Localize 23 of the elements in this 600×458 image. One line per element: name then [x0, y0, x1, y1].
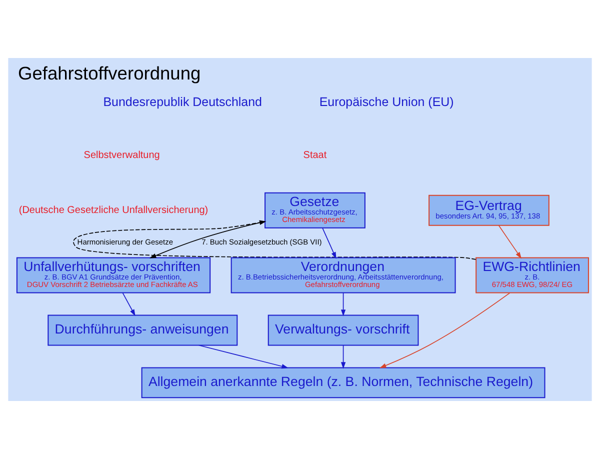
node-box: Gesetze z. B. Arbeitsschutzgesetz, Chemikaliengesetz: [264, 192, 366, 228]
diagram-title: Gefahrstoffverordnung: [18, 62, 201, 83]
label: Bundesrepublik Deutschland: [103, 94, 262, 108]
label: Europäische Union (EU): [319, 94, 454, 108]
arrow: [122, 292, 136, 316]
arrow: [198, 344, 288, 368]
arrow: [322, 227, 336, 258]
edge-label: Harmonisierung der Gesetze: [77, 237, 174, 246]
node-box: Verwaltungs- vorschrift: [268, 314, 419, 346]
arrow: [498, 224, 522, 258]
label: (Deutsche Gesetzliche Unfallversicherung): [18, 204, 208, 216]
node-box: EWG-Richtlinien z. B. 67/548 EWG, 98/24/ EG: [476, 256, 589, 293]
label: Selbstverwaltung: [84, 149, 160, 160]
node-box: Durchführungs- anweisungen: [48, 314, 238, 346]
node-box: Unfallverhütungs- vorschriften z. B. BGV A1 Grundsätze der Prävention, DGUV Vorschrift 2 Betriebsärzte und Fachkräfte AS: [16, 256, 211, 293]
label: Staat: [303, 149, 327, 160]
edge-label: 7. Buch Sozialgesetzbuch (SGB VII): [202, 237, 322, 246]
arrow: [340, 344, 346, 368]
node-box: EG-Vertrag besonders Art. 94, 95, 137, 138: [428, 194, 550, 226]
arrow: [380, 292, 510, 368]
arrow: [340, 292, 346, 316]
node-box: Allgemein anerkannte Regeln (z. B. Normen, Technische Regeln): [141, 366, 546, 398]
node-box: Verordnungen z. B.Betriebssicherheitsverordnung, Arbeitsstättenverordnung, Gefahrstoffverordnung: [230, 256, 456, 293]
